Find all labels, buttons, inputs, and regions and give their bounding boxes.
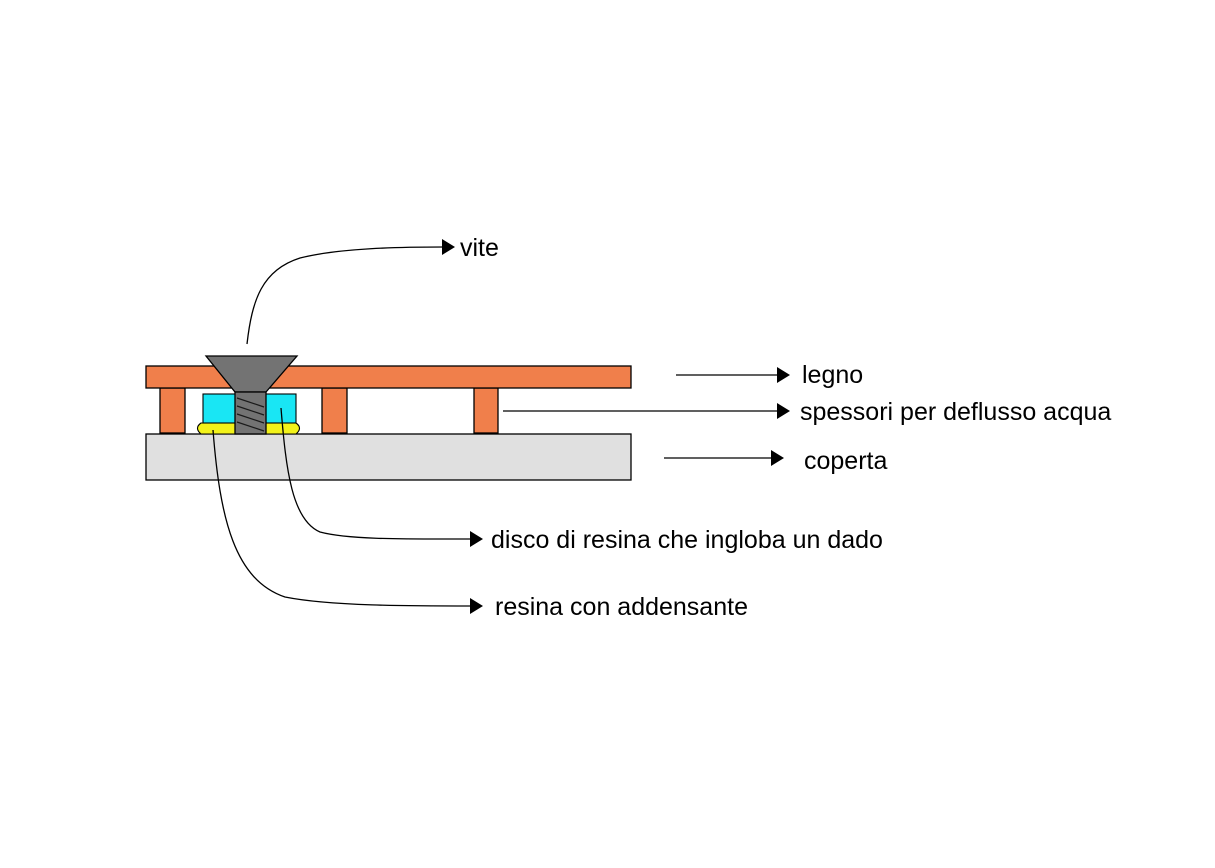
leader-thickened-resin [212, 429, 472, 607]
label-wood: legno [802, 361, 863, 389]
arrowhead-resin-disc [470, 531, 483, 547]
leader-resin-disc [280, 407, 472, 540]
label-screw: vite [460, 234, 499, 262]
deck-panel [145, 433, 632, 481]
label-deck: coperta [804, 447, 887, 475]
arrowhead-spacers [777, 403, 790, 419]
arrowhead-deck [771, 450, 784, 466]
screw-thread [236, 397, 265, 432]
arrowhead-screw [442, 239, 455, 255]
arrowhead-thickened-resin [470, 598, 483, 614]
label-spacers: spessori per deflusso acqua [800, 398, 1111, 426]
spacer-left [159, 387, 186, 434]
label-thickened-resin: resina con addensante [495, 593, 748, 621]
arrowhead-wood [777, 367, 790, 383]
leader-screw [246, 246, 444, 345]
spacer-right [473, 387, 499, 434]
label-resin-disc: disco di resina che ingloba un dado [491, 526, 883, 554]
spacer-center [321, 387, 348, 434]
screw [204, 355, 299, 435]
